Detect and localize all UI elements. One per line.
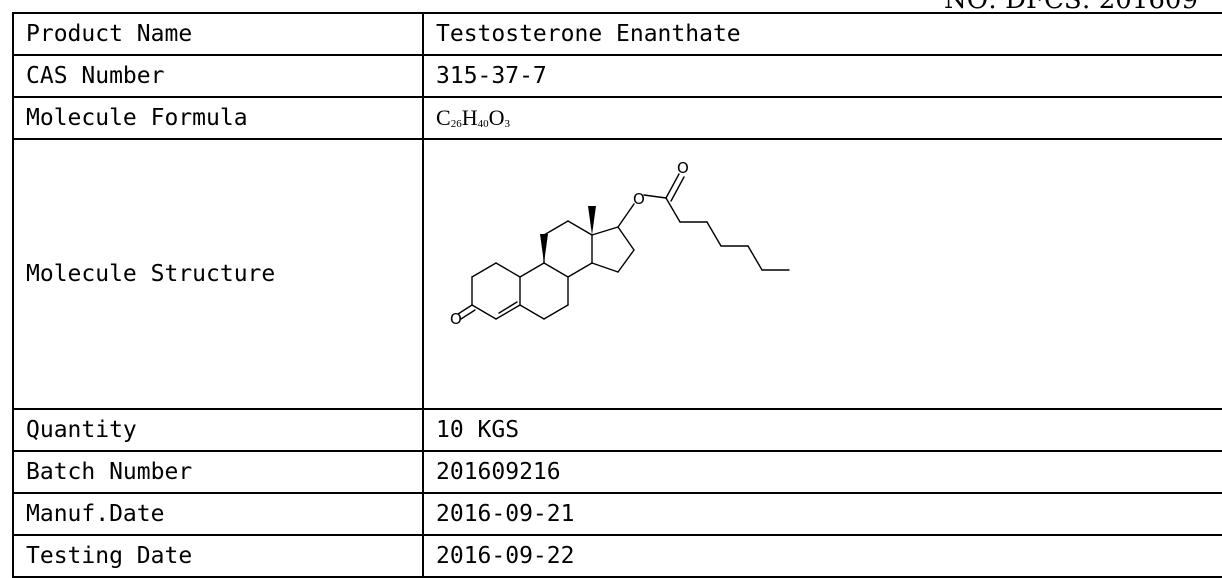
- batch-number-label: Batch Number: [12, 450, 424, 494]
- molecule-formula-label: Molecule Formula: [12, 96, 424, 140]
- product-name-value: Testosterone Enanthate: [422, 12, 1222, 56]
- cas-number-value: 315-37-7: [422, 54, 1222, 98]
- table-row: Molecule Formula C26H40O3: [12, 96, 1222, 140]
- product-name-label: Product Name: [12, 12, 424, 56]
- quantity-value: 10 KGS: [422, 408, 1222, 452]
- table-row: Molecule Structure: [12, 138, 1222, 410]
- table-row: Product Name Testosterone Enanthate: [12, 12, 1222, 56]
- formula-text: C26H40O3: [436, 104, 510, 130]
- testing-date-label: Testing Date: [12, 534, 424, 578]
- manuf-date-label: Manuf.Date: [12, 492, 424, 536]
- table-row: Batch Number 201609216: [12, 450, 1222, 494]
- table-row: Quantity 10 KGS: [12, 408, 1222, 452]
- carbonyl-oxygen-label: O: [677, 159, 689, 177]
- table-row: Testing Date 2016-09-22: [12, 534, 1222, 578]
- document-number: NO: DFCS: 201609: [944, 0, 1198, 15]
- ketone-oxygen-label: O: [450, 310, 462, 328]
- product-spec-table: Product Name Testosterone Enanthate CAS …: [12, 12, 1222, 578]
- molecule-structure-label: Molecule Structure: [12, 138, 424, 410]
- testing-date-value: 2016-09-22: [422, 534, 1222, 578]
- cas-number-label: CAS Number: [12, 54, 424, 98]
- table-row: Manuf.Date 2016-09-21: [12, 492, 1222, 536]
- ester-oxygen-label: O: [633, 190, 645, 208]
- molecule-structure-diagram: O O O: [450, 159, 790, 328]
- batch-number-value: 201609216: [422, 450, 1222, 494]
- molecule-formula-value: C26H40O3: [422, 96, 1222, 140]
- molecule-structure-value: O O O: [422, 138, 1222, 410]
- table-row: CAS Number 315-37-7: [12, 54, 1222, 98]
- quantity-label: Quantity: [12, 408, 424, 452]
- manuf-date-value: 2016-09-21: [422, 492, 1222, 536]
